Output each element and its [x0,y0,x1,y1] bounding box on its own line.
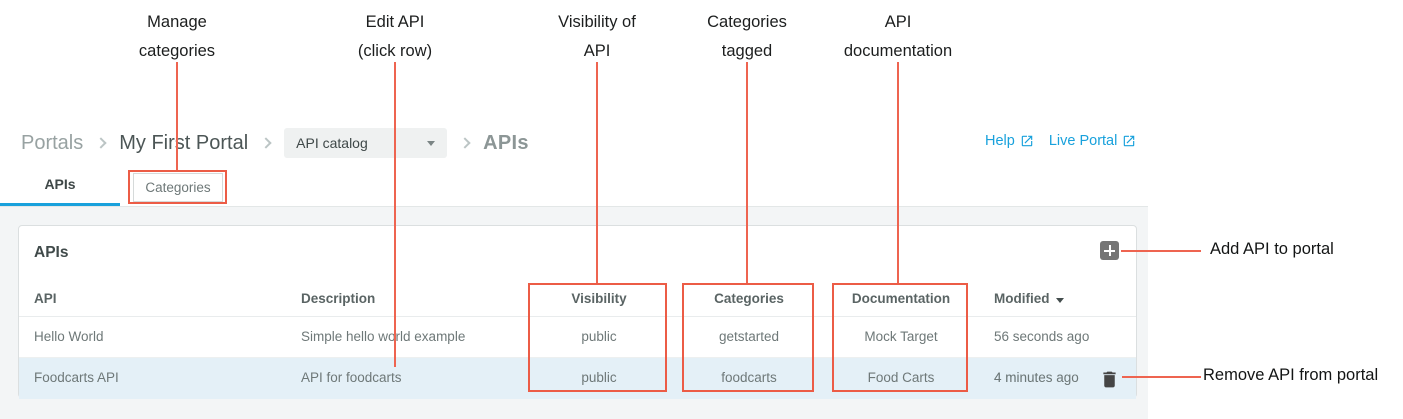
cell-categories: foodcarts [721,370,777,385]
annotation-add-api: Add API to portal [1210,240,1334,258]
tabbar-divider [0,206,1148,207]
table-header: API Description Visibility Categories Do… [19,285,1136,317]
breadcrumb: Portals My First Portal API catalog APIs [21,127,529,159]
breadcrumb-portals-link[interactable]: Portals [21,131,84,154]
plus-icon [1100,241,1119,260]
panel-header: APIs [19,226,1136,285]
column-header-visibility[interactable]: Visibility [571,291,627,306]
column-header-modified[interactable]: Modified [994,285,1064,313]
column-header-documentation[interactable]: Documentation [851,291,951,306]
cell-visibility: public [581,329,617,344]
cell-documentation: Food Carts [867,370,935,385]
cell-api: Foodcarts API [34,370,119,385]
annotation-edit-api: Edit API (click row) [357,13,433,60]
cell-visibility: public [581,370,617,385]
active-tab-underline [0,203,120,206]
panel-title: APIs [34,244,69,261]
remove-api-button[interactable] [1099,368,1121,390]
annotation-visibility: Visibility of API [558,13,636,60]
api-catalog-dropdown[interactable]: API catalog [284,128,448,158]
breadcrumb-chevron-icon [459,137,471,149]
live-portal-link[interactable]: Live Portal [1049,133,1137,149]
tab-apis[interactable]: APIs [44,176,76,192]
column-header-categories[interactable]: Categories [714,291,784,306]
table-row[interactable]: Foodcarts API API for foodcarts public f… [19,358,1136,399]
top-links: Help Live Portal [985,133,1136,149]
breadcrumb-chevron-icon [260,137,272,149]
breadcrumb-portal-name-link[interactable]: My First Portal [119,131,249,154]
annotation-api-documentation: API documentation [843,13,953,60]
annotation-remove-api: Remove API from portal [1203,366,1379,384]
cell-api: Hello World [34,329,104,344]
help-link-label: Help [985,133,1015,149]
cell-modified: 56 seconds ago [994,329,1090,344]
api-catalog-dropdown-value: API catalog [296,135,368,151]
table-row[interactable]: Hello World Simple hello world example p… [19,317,1136,358]
add-api-button[interactable] [1100,241,1119,260]
breadcrumb-current-page: APIs [483,131,529,154]
cell-categories: getstarted [718,329,780,344]
cell-description: API for foodcarts [301,370,402,385]
external-link-icon [1020,134,1034,148]
cell-documentation: Mock Target [864,329,938,344]
live-portal-link-label: Live Portal [1048,133,1118,149]
column-header-modified-label: Modified [994,291,1050,306]
annotation-manage-categories: Manage categories [138,13,216,60]
column-header-description[interactable]: Description [301,291,376,306]
external-link-icon [1122,134,1136,148]
tab-categories[interactable]: Categories [133,173,223,202]
cell-modified: 4 minutes ago [994,358,1079,398]
breadcrumb-chevron-icon [95,137,107,149]
column-header-api[interactable]: API [34,291,57,306]
help-link[interactable]: Help [985,133,1034,149]
cell-description: Simple hello world example [301,329,466,344]
chevron-down-icon [427,140,436,146]
annotation-categories-tagged: Categories tagged [707,13,787,60]
trash-icon [1099,369,1121,390]
sort-desc-icon [1055,298,1064,303]
apis-panel: APIs API Description Visibility Categori… [18,225,1137,399]
